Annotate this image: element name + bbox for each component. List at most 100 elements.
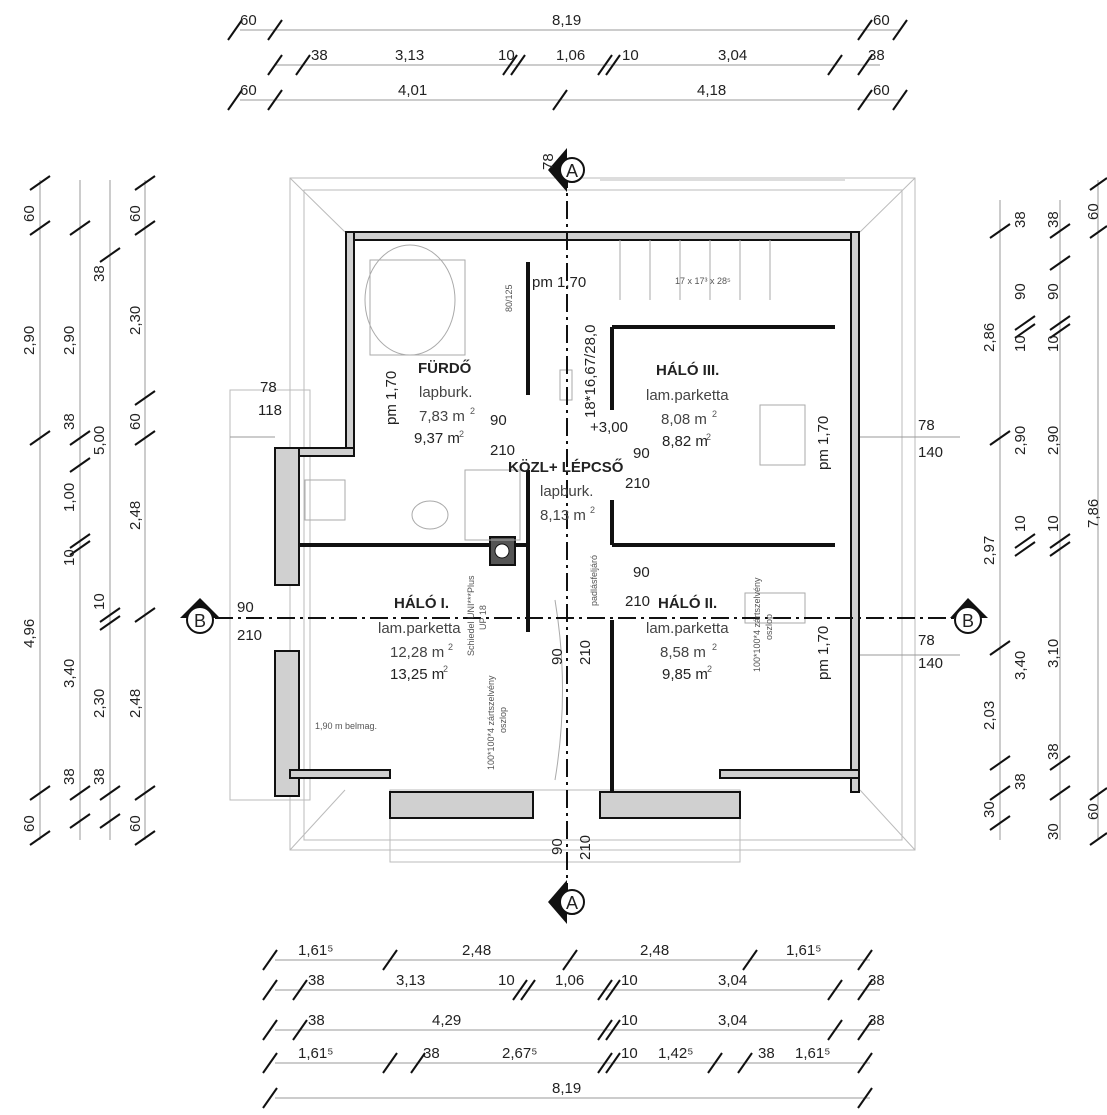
room-halo2-area2-sup: 2 bbox=[707, 664, 712, 674]
chimney-name: Schiedel UNI***Plus bbox=[466, 575, 476, 656]
dim-top-3: 60 bbox=[873, 12, 890, 29]
room-halo3-finish: lam.parketta bbox=[646, 387, 729, 404]
dim-left-8: 10 bbox=[61, 549, 78, 566]
stair-spec: 18*16,67/28,0 bbox=[582, 325, 599, 418]
dim-left-11: 38 bbox=[91, 265, 108, 282]
dim-bot-1: 1,61⁵ bbox=[298, 942, 333, 959]
room-halo3-area: 8,08 m bbox=[661, 411, 707, 428]
dim-bot-17: 1,61⁵ bbox=[298, 1045, 333, 1062]
room-halo3-area2: 8,82 m bbox=[662, 433, 708, 450]
dim-bot-10: 3,04 bbox=[718, 972, 747, 989]
dim-right-17: 3,10 bbox=[1045, 639, 1062, 668]
dim-left-9: 3,40 bbox=[61, 659, 78, 688]
room-furdo-name: FÜRDŐ bbox=[418, 359, 472, 377]
dim-bot-2: 2,48 bbox=[462, 942, 491, 959]
dim-top-12: 4,01 bbox=[398, 82, 427, 99]
dim-left-2: 2,90 bbox=[21, 326, 38, 355]
dim-left-12: 5,00 bbox=[91, 426, 108, 455]
dim-right-21: 7,86 bbox=[1085, 499, 1102, 528]
door-90-bath: 90 bbox=[490, 412, 507, 429]
dim-left-7: 1,00 bbox=[61, 483, 78, 512]
dim-top-14: 60 bbox=[873, 82, 890, 99]
pm-bath-top: pm 1,70 bbox=[532, 274, 586, 291]
level-mark: +3,00 bbox=[590, 419, 628, 436]
dim-right-8: 3,40 bbox=[1012, 651, 1029, 680]
dim-bot-7: 10 bbox=[498, 972, 515, 989]
room-furdo-area2-sup: 2 bbox=[459, 429, 464, 439]
win-78-top: 78 bbox=[540, 153, 557, 170]
room-furdo-area: 7,83 m bbox=[419, 408, 465, 425]
dim-bot-12: 38 bbox=[308, 1012, 325, 1029]
dim-left-17: 2,30 bbox=[127, 306, 144, 335]
chimney-up: UP 18 bbox=[478, 605, 488, 630]
room-halo1-finish: lam.parketta bbox=[378, 620, 461, 637]
dim-bot-24: 8,19 bbox=[552, 1080, 581, 1097]
dim-top-2: 8,19 bbox=[552, 12, 581, 29]
dim-bot-4: 1,61⁵ bbox=[786, 942, 821, 959]
room-halo2-name: HÁLÓ II. bbox=[658, 594, 717, 612]
dim-bot-16: 38 bbox=[868, 1012, 885, 1029]
room-halo1-area: 12,28 m bbox=[390, 644, 444, 661]
dimension-ticks bbox=[29, 19, 1107, 1109]
dim-right-18: 38 bbox=[1045, 743, 1062, 760]
room-halo2-area2: 9,85 m bbox=[662, 666, 708, 683]
dim-top-4: 38 bbox=[311, 47, 328, 64]
dim-bot-6: 3,13 bbox=[396, 972, 425, 989]
dim-left-13: 10 bbox=[91, 593, 108, 610]
room-halo2-area: 8,58 m bbox=[660, 644, 706, 661]
win-78-right-2: 78 bbox=[918, 632, 935, 649]
stair-steps: 17 x 17³ x 28⁵ bbox=[675, 276, 731, 286]
pm-bath-left: pm 1,70 bbox=[383, 371, 400, 425]
room-kozl-finish: lapburk. bbox=[540, 483, 593, 500]
room-halo1-area2-sup: 2 bbox=[443, 664, 448, 674]
dim-left-3: 4,96 bbox=[21, 619, 38, 648]
door-210-halo2: 210 bbox=[625, 593, 650, 610]
dim-bot-18: 38 bbox=[423, 1045, 440, 1062]
door-90-bottom: 90 bbox=[549, 838, 566, 855]
win-140-right-1: 140 bbox=[918, 444, 943, 461]
axis-b-left-label: B bbox=[194, 611, 206, 631]
oszlop-right-b: oszlop bbox=[764, 614, 774, 640]
dim-left-4: 60 bbox=[21, 815, 38, 832]
outer-walls bbox=[274, 231, 860, 819]
door-210-center: 210 bbox=[577, 640, 594, 665]
dim-bot-5: 38 bbox=[308, 972, 325, 989]
dim-right-12: 38 bbox=[1045, 211, 1062, 228]
dim-left-10: 38 bbox=[61, 768, 78, 785]
dim-top-8: 10 bbox=[622, 47, 639, 64]
dim-right-5: 2,90 bbox=[1012, 426, 1029, 455]
dim-top-10: 38 bbox=[868, 47, 885, 64]
room-halo3-name: HÁLÓ III. bbox=[656, 361, 719, 379]
dim-right-3: 10 bbox=[1012, 335, 1029, 352]
dim-left-5: 2,90 bbox=[61, 326, 78, 355]
door-90-halo2: 90 bbox=[633, 564, 650, 581]
dim-right-14: 10 bbox=[1045, 335, 1062, 352]
room-kozl-name: KÖZL+ LÉPCSŐ bbox=[508, 458, 624, 476]
door-90-center: 90 bbox=[549, 648, 566, 665]
dim-left-20: 2,48 bbox=[127, 689, 144, 718]
oszlop-left: 100*100*4 zártszelvény bbox=[486, 675, 496, 770]
dim-right-4: 2,86 bbox=[981, 323, 998, 352]
dim-top-13: 4,18 bbox=[697, 82, 726, 99]
dim-bot-11: 38 bbox=[868, 972, 885, 989]
room-halo1-area2: 13,25 m bbox=[390, 666, 444, 683]
dim-bot-20: 10 bbox=[621, 1045, 638, 1062]
pm-halo3: pm 1,70 bbox=[815, 416, 832, 470]
room-halo3-area-sup: 2 bbox=[712, 409, 717, 419]
room-kozl-area-sup: 2 bbox=[590, 505, 595, 515]
room-halo2-finish: lam.parketta bbox=[646, 620, 729, 637]
dim-left-6: 38 bbox=[61, 413, 78, 430]
dim-top-11: 60 bbox=[240, 82, 257, 99]
dim-right-20: 60 bbox=[1085, 203, 1102, 220]
dim-bot-23: 1,61⁵ bbox=[795, 1045, 830, 1062]
dim-bot-19: 2,67⁵ bbox=[502, 1045, 537, 1062]
dim-bot-13: 4,29 bbox=[432, 1012, 461, 1029]
dim-right-6: 10 bbox=[1012, 515, 1029, 532]
win-78-left: 78 bbox=[260, 379, 277, 396]
dim-right-15: 2,90 bbox=[1045, 426, 1062, 455]
door-210-halo3: 210 bbox=[625, 475, 650, 492]
dim-left-16: 60 bbox=[127, 205, 144, 222]
dim-bot-22: 38 bbox=[758, 1045, 775, 1062]
room-halo3-area2-sup: 2 bbox=[706, 432, 711, 442]
room-kozl-area: 8,13 m bbox=[540, 507, 586, 524]
